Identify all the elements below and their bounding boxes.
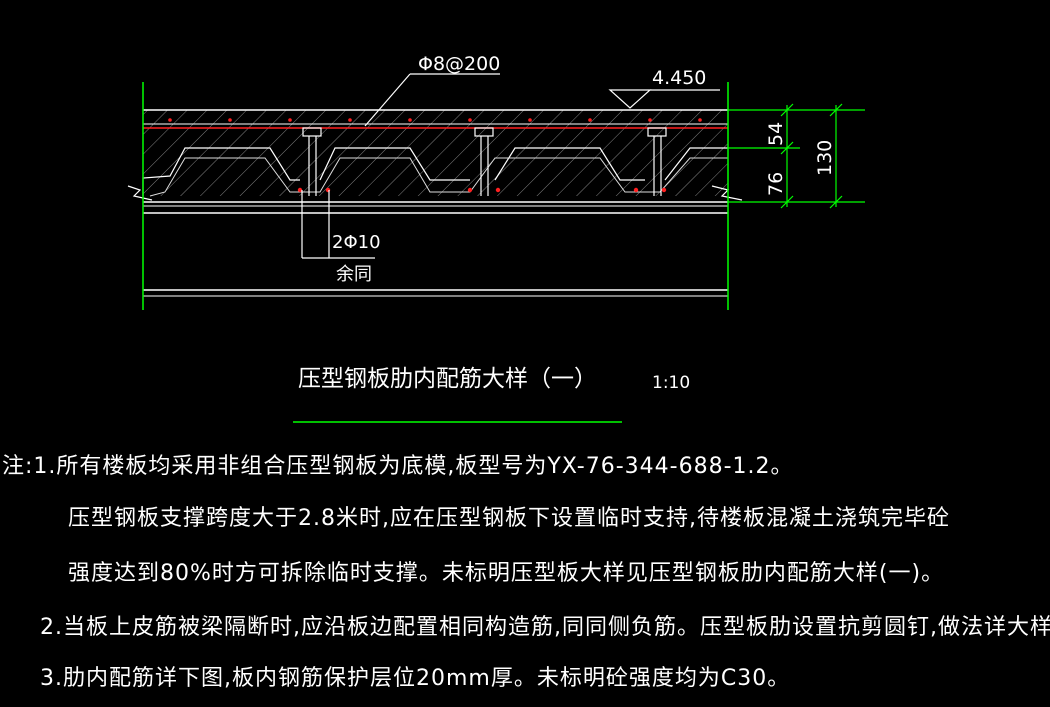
drawing-scale: 1:10 bbox=[652, 373, 690, 393]
shear-studs bbox=[302, 127, 667, 196]
rebar-dots bbox=[168, 118, 702, 193]
dim-130: 130 bbox=[814, 140, 836, 176]
elevation-label: 4.450 bbox=[652, 67, 706, 89]
elevation-marker bbox=[608, 89, 720, 109]
rib-bar-label: 2Φ10 bbox=[332, 232, 381, 253]
note-3: 3.肋内配筋详下图,板内钢筋保护层位20mm厚。未标明砼强度均为C30。 bbox=[40, 666, 791, 691]
top-rebar-leader bbox=[364, 73, 500, 127]
dimension-lines bbox=[728, 103, 865, 209]
dim-54: 54 bbox=[765, 122, 787, 146]
rib-bar-leader bbox=[301, 190, 375, 259]
concrete-slab bbox=[143, 109, 728, 196]
note-1-cont-a: 压型钢板支撑跨度大于2.8米时,应在压型钢板下设置临时支持,待楼板混凝土浇筑完毕… bbox=[68, 506, 950, 531]
dim-76: 76 bbox=[765, 172, 787, 196]
steel-deck-profile bbox=[142, 147, 728, 197]
note-1-cont-b: 强度达到80%时方可拆除临时支撑。未标明压型板大样见压型钢板肋内配筋大样(一)。 bbox=[68, 561, 945, 586]
rib-bar-note: 余同 bbox=[336, 264, 372, 285]
note-1: 注:1.所有楼板均采用非组合压型钢板为底模,板型号为YX-76-344-688-… bbox=[2, 454, 794, 479]
note-2: 2.当板上皮筋被梁隔断时,应沿板边配置相同构造筋,同同侧负筋。压型板肋设置抗剪圆… bbox=[40, 615, 1050, 640]
top-rebar-label: Φ8@200 bbox=[418, 53, 500, 75]
drawing-title: 压型钢板肋内配筋大样（一） bbox=[298, 366, 597, 392]
